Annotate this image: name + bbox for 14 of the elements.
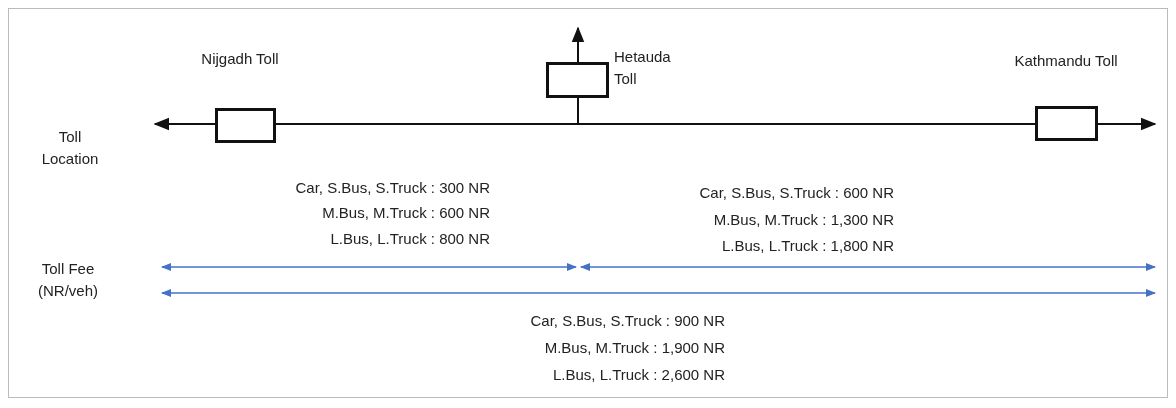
fee-text: Car, S.Bus, S.Truck : 300 NR: [295, 178, 490, 198]
fee-text: L.Bus, L.Truck : 2,600 NR: [552, 365, 725, 385]
fee-text: M.Bus, M.Truck : 1,300 NR: [713, 210, 894, 230]
toll-name: Hetauda Toll: [614, 47, 672, 89]
toll-name: Nijgadh Toll: [200, 49, 280, 69]
fee-text: M.Bus, M.Truck : 1,900 NR: [544, 338, 725, 358]
fee-text: Car, S.Bus, S.Truck : 600 NR: [699, 183, 894, 203]
fee-text: L.Bus, L.Truck : 800 NR: [330, 229, 490, 249]
fee-text: Car, S.Bus, S.Truck : 900 NR: [530, 311, 725, 331]
fee-text: L.Bus, L.Truck : 1,800 NR: [721, 236, 894, 256]
axis-label: Toll Fee (NR/veh): [37, 259, 99, 301]
fee-text: M.Bus, M.Truck : 600 NR: [322, 203, 490, 223]
axis-label: Toll Location: [40, 127, 100, 169]
toll-name: Kathmandu Toll: [1013, 51, 1119, 71]
